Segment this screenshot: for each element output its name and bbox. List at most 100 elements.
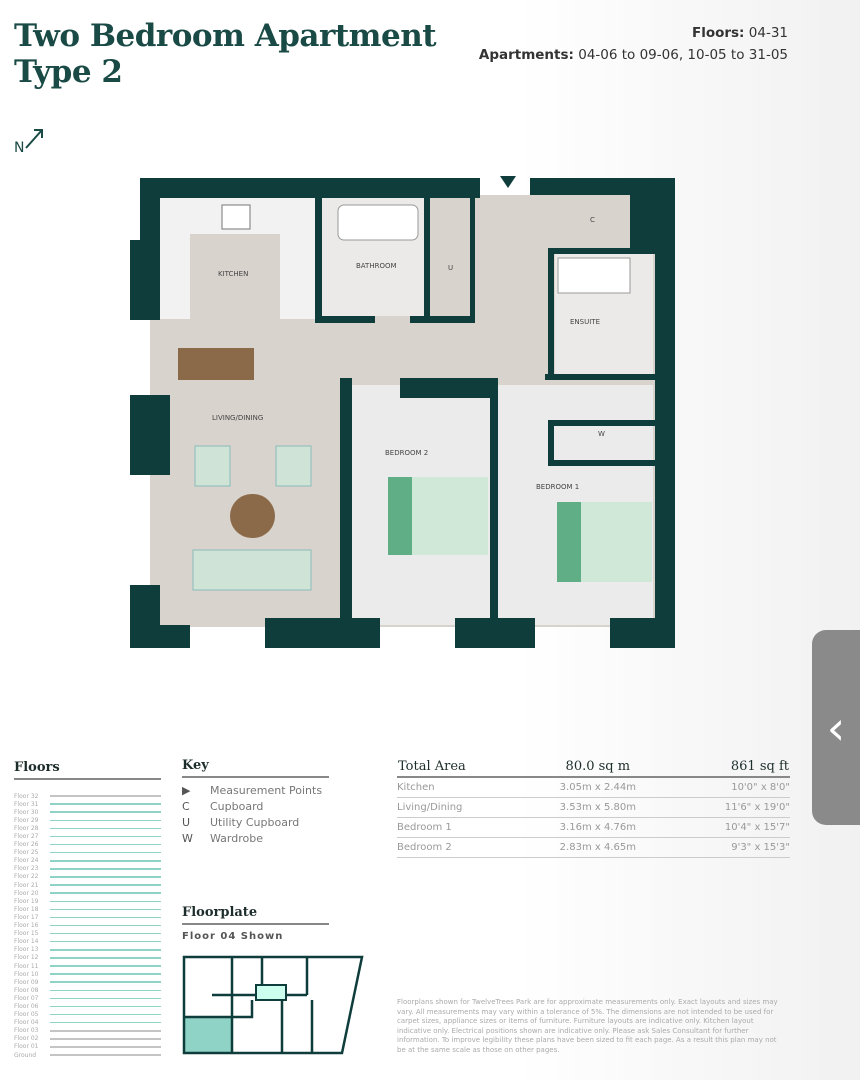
floor-label: Floor 14 (14, 938, 39, 946)
floor-row: Floor 17 (14, 913, 161, 921)
floor-label: Floor 12 (14, 954, 39, 962)
floor-label: Floor 08 (14, 986, 39, 994)
floor-label: Floor 19 (14, 897, 39, 905)
floorplate-heading: Floorplate (182, 905, 329, 925)
floor-label: Floor 31 (14, 800, 39, 808)
floor-label: Floor 32 (14, 792, 39, 800)
floor-row: Floor 32 (14, 792, 161, 800)
room-label-living: LIVING/DINING (212, 414, 263, 422)
floor-line (50, 803, 161, 805)
floor-label: Floor 15 (14, 930, 39, 938)
floor-line (50, 876, 161, 878)
floor-label: Floor 22 (14, 873, 39, 881)
floor-line (50, 1054, 161, 1056)
floor-row: Floor 24 (14, 857, 161, 865)
floor-label: Floor 06 (14, 1002, 39, 1010)
key-heading: Key (182, 758, 329, 778)
floor-label: Floor 13 (14, 946, 39, 954)
floor-label: Floor 27 (14, 833, 39, 841)
floor-line (50, 795, 161, 797)
room-label-ensuite: ENSUITE (570, 318, 600, 326)
floor-label: Floor 26 (14, 841, 39, 849)
floor-row: Floor 26 (14, 841, 161, 849)
room-label-bedroom1: BEDROOM 1 (536, 483, 579, 491)
floor-line (50, 851, 161, 854)
floor-row: Floor 19 (14, 897, 161, 905)
floor-line (50, 940, 161, 943)
floor-line (50, 949, 161, 951)
floor-row: Floor 13 (14, 946, 161, 954)
floor-row: Floor 18 (14, 905, 161, 913)
floor-line (50, 1046, 161, 1048)
floor-line (50, 819, 161, 822)
floor-line (50, 1030, 161, 1032)
room-label-kitchen: KITCHEN (218, 270, 248, 278)
floor-line (50, 997, 161, 1000)
floor-label: Floor 16 (14, 922, 39, 930)
floor-row: Floor 25 (14, 849, 161, 857)
floor-row: Floor 05 (14, 1011, 161, 1019)
floor-row: Floor 08 (14, 986, 161, 994)
floor-label: Floor 24 (14, 857, 39, 865)
floor-row: Floor 27 (14, 832, 161, 840)
floor-row: Floor 21 (14, 881, 161, 889)
floor-label: Floor 03 (14, 1027, 39, 1035)
floor-line (50, 1005, 161, 1008)
floor-row: Floor 28 (14, 824, 161, 832)
floor-row: Floor 10 (14, 970, 161, 978)
floor-label: Ground (14, 1051, 37, 1059)
floor-label: Floor 05 (14, 1011, 39, 1019)
floorplate-subtitle: Floor 04 Shown (182, 931, 284, 942)
room-label-cupboard: C (590, 216, 595, 224)
floor-line (50, 932, 161, 935)
floor-line (50, 1013, 161, 1016)
floor-row: Floor 01 (14, 1043, 161, 1051)
floor-label: Floor 30 (14, 808, 39, 816)
key-item: ▶Measurement Points (182, 784, 323, 797)
floor-row: Floor 29 (14, 816, 161, 824)
floor-row: Floor 30 (14, 808, 161, 816)
north-arrow-icon: N (14, 129, 43, 156)
previous-page-button[interactable]: ‹ (812, 630, 860, 825)
floor-label: Floor 21 (14, 881, 39, 889)
floor-row: Floor 12 (14, 954, 161, 962)
floor-row: Floor 02 (14, 1035, 161, 1043)
floor-line (50, 981, 161, 983)
floor-row: Floor 22 (14, 873, 161, 881)
floor-row: Floor 07 (14, 994, 161, 1002)
room-label-bedroom2: BEDROOM 2 (385, 449, 428, 457)
floor-line (50, 843, 161, 846)
floor-row: Floor 31 (14, 800, 161, 808)
floor-label: Floor 10 (14, 970, 39, 978)
room-label-bathroom: BATHROOM (356, 262, 397, 270)
floor-row: Floor 14 (14, 938, 161, 946)
floor-line (50, 965, 161, 967)
room-label-utility: U (448, 264, 453, 272)
floor-row: Floor 09 (14, 978, 161, 986)
floor-row: Ground (14, 1051, 161, 1059)
floor-row: Floor 04 (14, 1019, 161, 1027)
floor-label: Floor 02 (14, 1035, 39, 1043)
floor-line (50, 811, 161, 813)
floor-label: Floor 11 (14, 962, 39, 970)
disclaimer: Floorplans shown for TwelveTrees Park ar… (397, 998, 778, 1054)
floor-line (50, 860, 161, 862)
floor-line (50, 892, 161, 894)
floor-row: Floor 03 (14, 1027, 161, 1035)
floor-label: Floor 04 (14, 1019, 39, 1027)
floorplate-diagram (182, 955, 364, 1055)
chevron-left-icon: ‹ (826, 700, 846, 755)
floor-line (50, 884, 161, 886)
floor-line (50, 835, 161, 838)
room-label-wardrobe: W (598, 430, 605, 438)
